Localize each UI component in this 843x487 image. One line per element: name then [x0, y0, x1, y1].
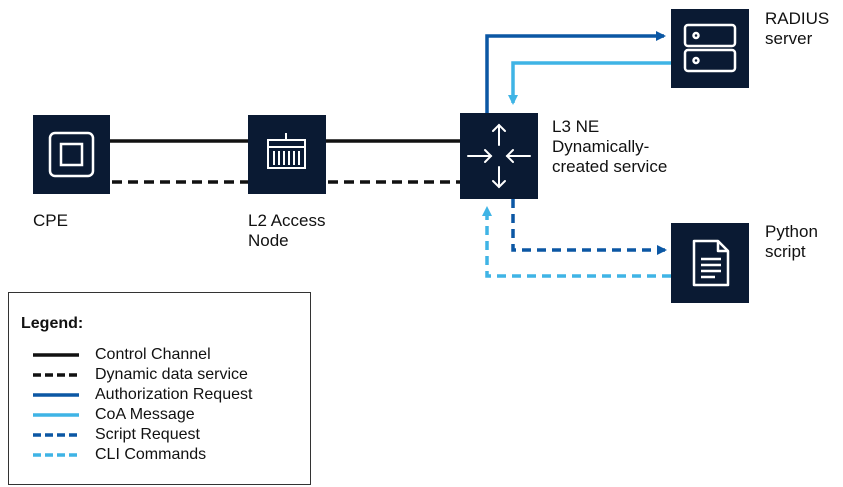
python-label-line2: script — [765, 242, 806, 261]
router-arrows-icon — [467, 123, 531, 189]
legend-item-authorization-request: Authorization Request — [19, 386, 252, 404]
legend-item-dynamic-data-service: Dynamic data service — [19, 366, 248, 384]
script-request-arrow — [511, 199, 667, 255]
authorization-request-arrow — [485, 31, 666, 113]
coa-message-arrow — [508, 61, 671, 105]
legend-item-label: CLI Commands — [95, 446, 207, 463]
legend-item-coa-message: CoA Message — [19, 406, 195, 424]
legend-item-label: Authorization Request — [95, 386, 253, 403]
document-icon — [692, 239, 730, 287]
legend-swatch-dashed-black — [33, 373, 79, 377]
l2-access-label-line2: Node — [248, 231, 289, 250]
legend-item-cli-commands: CLI Commands — [19, 446, 206, 464]
legend-swatch-dashed-dark-blue — [33, 433, 79, 437]
cli-commands-arrow — [482, 206, 671, 278]
server-icon — [683, 23, 737, 73]
cpe-node — [33, 115, 110, 194]
radius-server-node — [671, 9, 749, 88]
legend-item-label: Dynamic data service — [95, 366, 248, 383]
radius-label-line2: server — [765, 29, 813, 48]
cpe-label: CPE — [33, 211, 68, 230]
python-script-node — [671, 223, 749, 303]
python-label-line1: Python — [765, 222, 818, 241]
l3-ne-node — [460, 113, 538, 199]
l2-access-label-line1: L2 Access — [248, 211, 326, 230]
legend-swatch-solid-light-blue — [33, 413, 79, 417]
radius-label-line1: RADIUS — [765, 9, 830, 28]
l3-ne-label-line1: L3 NE — [552, 117, 600, 136]
legend-item-label: CoA Message — [95, 406, 195, 423]
legend-item-control-channel: Control Channel — [19, 346, 211, 364]
l3-ne-label-line2: Dynamically- — [552, 137, 650, 156]
legend-swatch-dashed-light-blue — [33, 453, 79, 457]
legend-swatch-solid-dark-blue — [33, 393, 79, 397]
l2-access-node — [248, 115, 326, 194]
legend-item-label: Control Channel — [95, 346, 211, 363]
l3-ne-label-line3: created service — [552, 157, 668, 176]
legend-item-label: Script Request — [95, 426, 200, 443]
legend-swatch-solid-black — [33, 353, 79, 357]
access-node-icon — [267, 133, 306, 169]
legend: Legend: Control Channel Dynamic data ser… — [8, 292, 311, 485]
legend-title: Legend: — [21, 315, 84, 332]
legend-item-script-request: Script Request — [19, 426, 200, 444]
cpe-square-icon — [48, 131, 95, 178]
